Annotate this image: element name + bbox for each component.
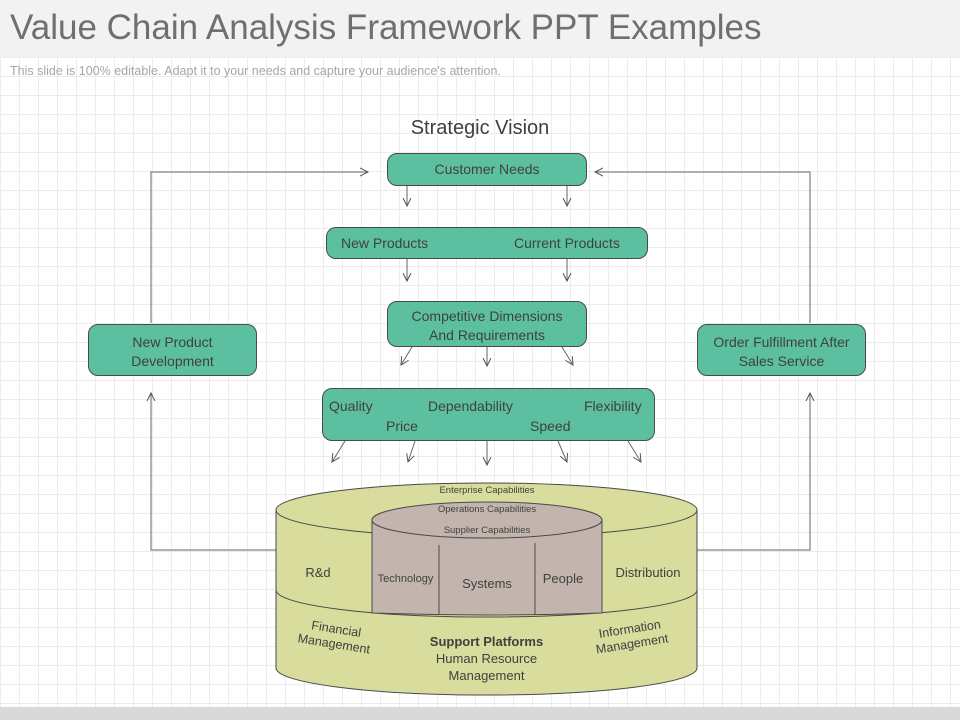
new-product-development-box: New Product Development (88, 324, 257, 376)
competitive-label-2: And Requirements (429, 327, 545, 343)
npd-label-1: New Product (132, 334, 213, 350)
speed-label: Speed (530, 418, 571, 434)
technology-label: Technology (377, 573, 434, 585)
order-label-1: Order Fulfillment After (713, 334, 850, 350)
loop-right-bottom (697, 393, 810, 551)
distribution-label: Distribution (615, 565, 681, 580)
people-label: People (542, 571, 584, 586)
dependability-label: Dependability (428, 398, 513, 414)
competitive-dimensions-box: Competitive Dimensions And Requirements (387, 301, 587, 347)
title-bar (0, 0, 960, 57)
order-label-2: Sales Service (738, 353, 825, 369)
dimensions-box: Quality Dependability Flexibility Price … (322, 388, 655, 441)
enterprise-capabilities-label: Enterprise Capabilities (439, 485, 535, 496)
order-fulfillment-box: Order Fulfillment After Sales Service (697, 324, 866, 376)
support-line-1: Human Resource (435, 651, 538, 666)
current-products-label: Current Products (514, 235, 620, 251)
customer-needs-box: Customer Needs (387, 153, 587, 186)
price-label: Price (386, 418, 418, 434)
products-box: New Products Current Products (326, 227, 648, 259)
strategic-vision-heading: Strategic Vision (410, 117, 550, 139)
support-line-2: Management (448, 668, 525, 683)
npd-label-2: Development (131, 353, 214, 369)
operations-capabilities-label: Operations Capabilities (437, 504, 537, 515)
bottom-bar (0, 707, 960, 720)
new-products-label: New Products (341, 235, 429, 251)
systems-label: Systems (462, 576, 512, 591)
flexibility-label: Flexibility (584, 398, 642, 414)
rnd-label: R&d (305, 565, 331, 580)
capabilities-cylinder (275, 482, 698, 696)
loop-left-top (150, 172, 368, 323)
customer-needs-label: Customer Needs (434, 161, 540, 177)
support-platforms-title: Support Platforms (429, 634, 544, 649)
slide-subtitle: This slide is 100% editable. Adapt it to… (10, 64, 501, 78)
quality-label: Quality (329, 398, 373, 414)
competitive-label-1: Competitive Dimensions (411, 308, 563, 324)
loop-right-top (595, 172, 811, 323)
supplier-capabilities-label: Supplier Capabilities (443, 525, 531, 536)
loop-left-bottom (151, 393, 276, 551)
slide-title: Value Chain Analysis Framework PPT Examp… (10, 8, 762, 47)
